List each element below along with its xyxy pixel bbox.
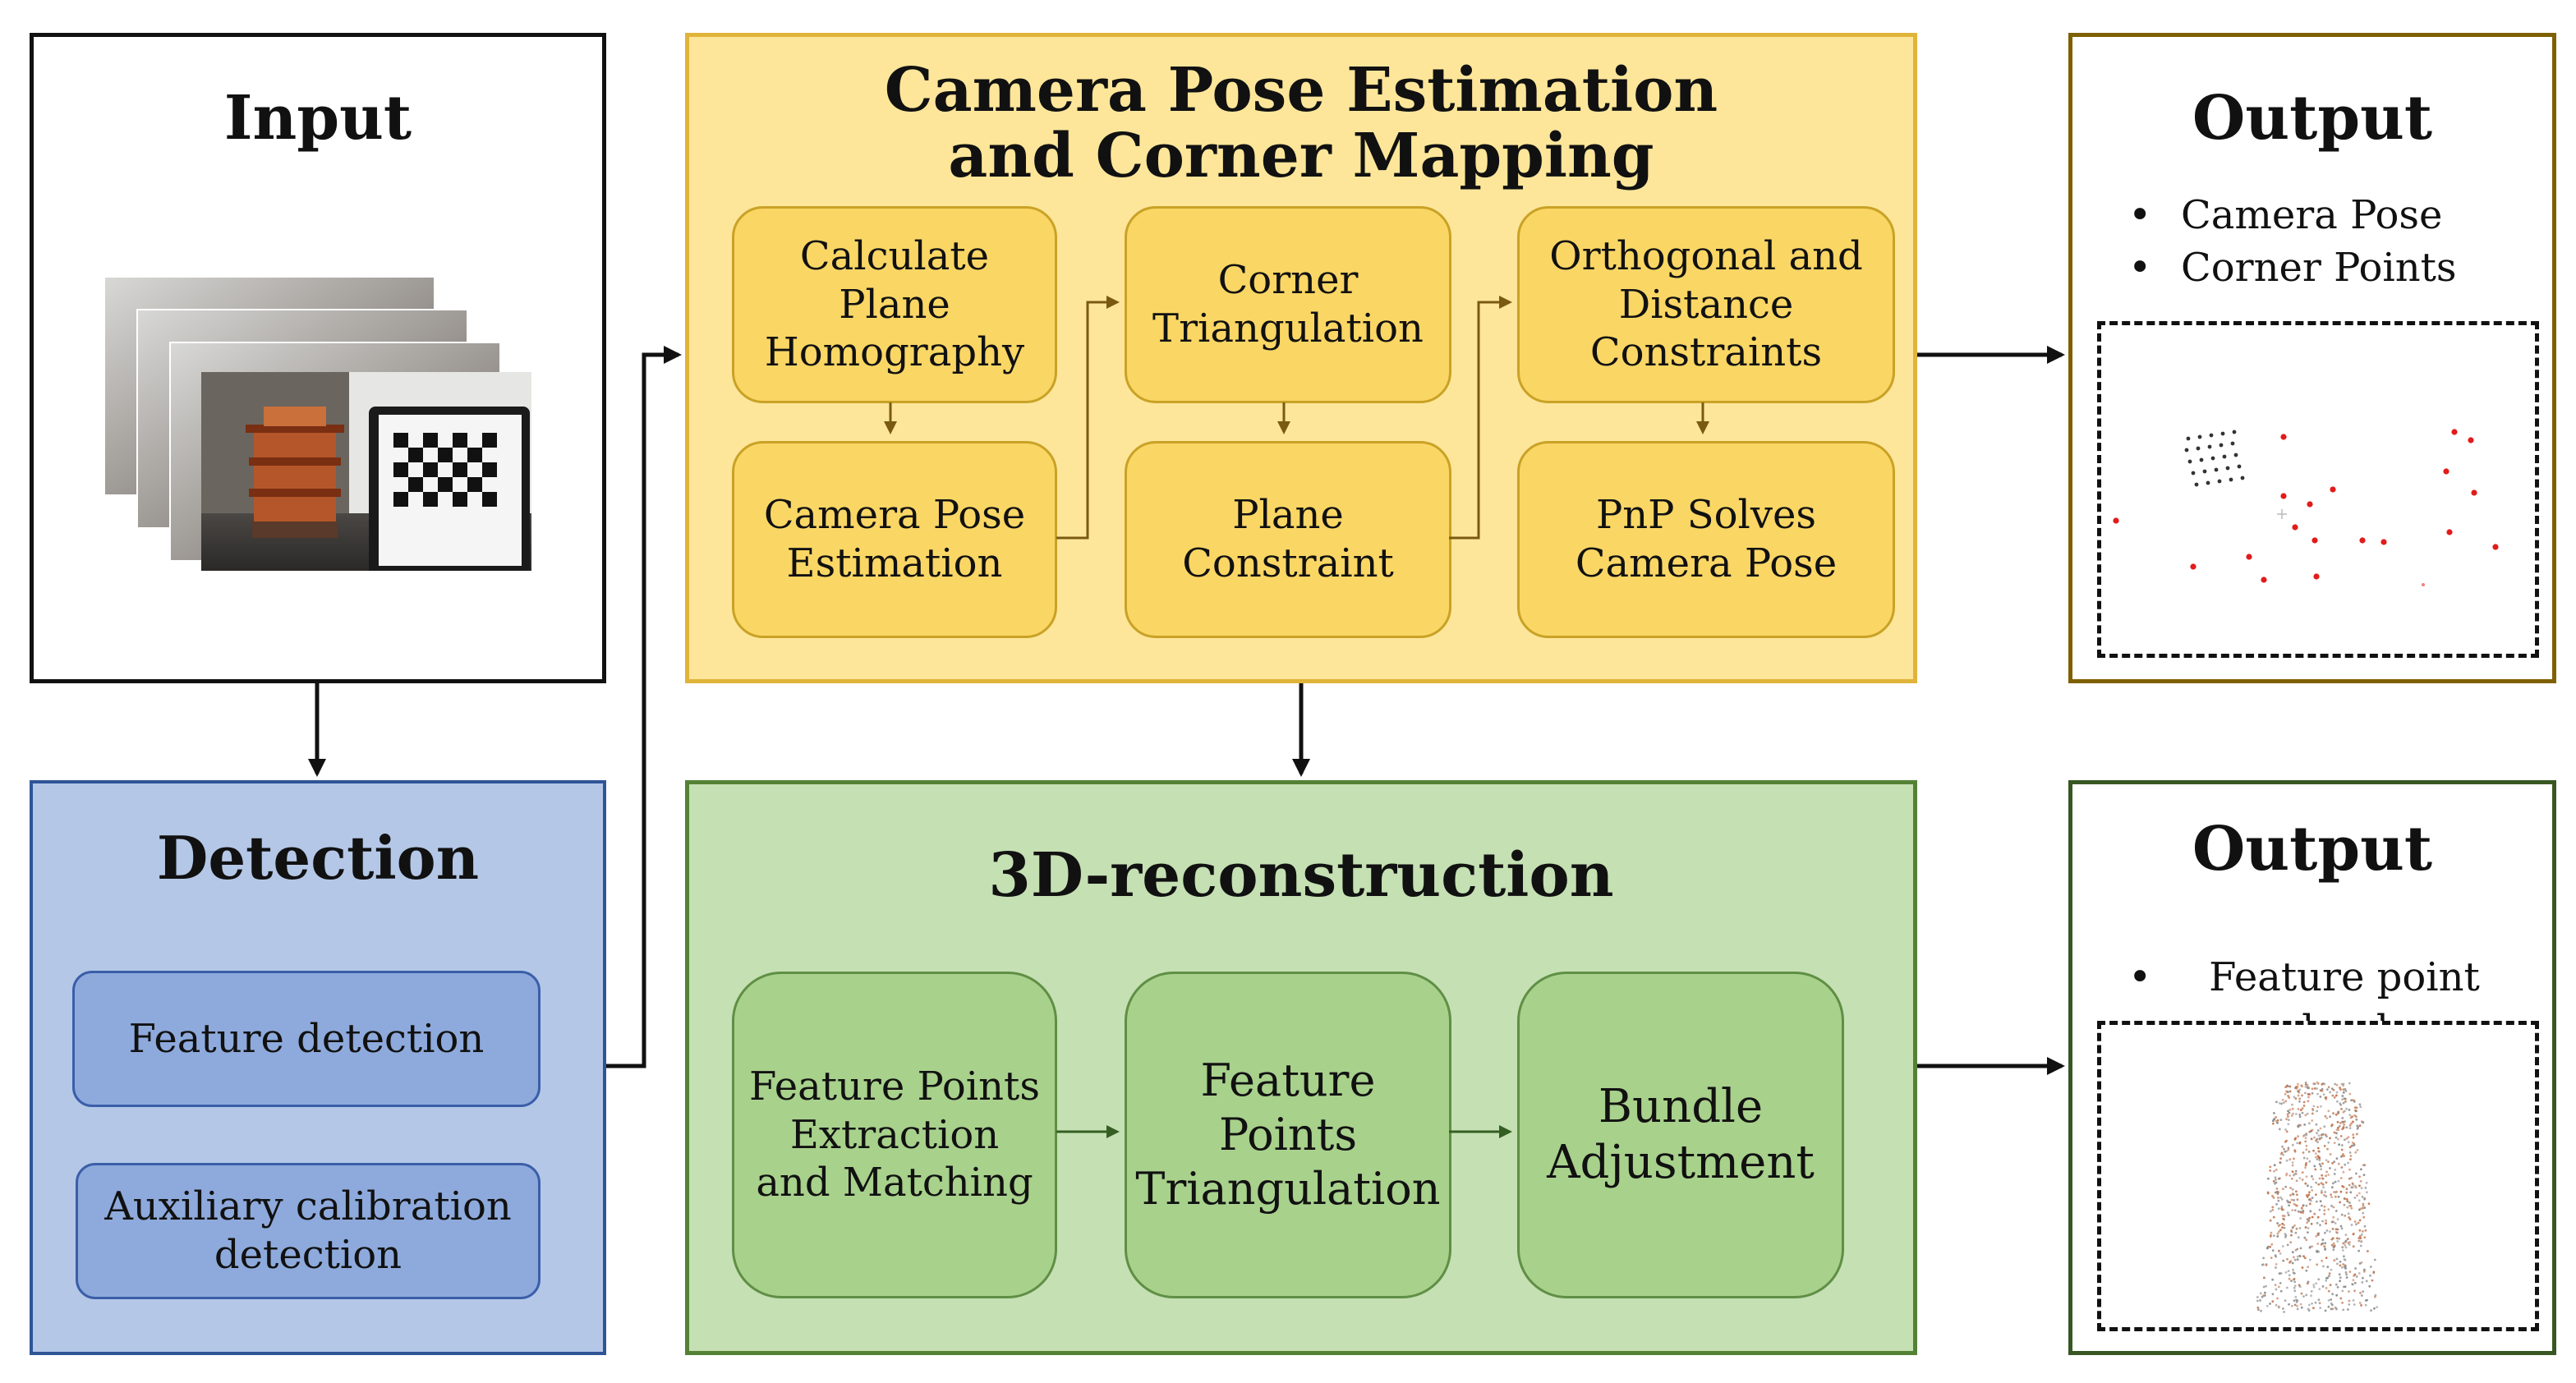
plane-constraint-box: Plane Constraint xyxy=(1125,441,1451,638)
feature-detection-box: Feature detection xyxy=(72,971,540,1107)
orthogonal-distance-constraints-box: Orthogonal and Distance Constraints xyxy=(1517,206,1895,403)
output-bottom-title: Output xyxy=(2192,814,2433,884)
output-top-panel: Output Camera Pose Corner Points xyxy=(2068,33,2556,683)
checkerboard-image-stack-icon xyxy=(104,242,531,595)
feature-extraction-matching-box: Feature Points Extraction and Matching xyxy=(732,972,1057,1298)
camera-pose-panel: Camera Pose Estimation and Corner Mappin… xyxy=(685,33,1917,683)
bullet-corner-points: Corner Points xyxy=(2122,242,2457,295)
bundle-adjustment-box: Bundle Adjustment xyxy=(1517,972,1844,1298)
corner-triangulation-box: Corner Triangulation xyxy=(1125,206,1451,403)
bullet-camera-pose: Camera Pose xyxy=(2122,190,2457,242)
output-top-title: Output xyxy=(2192,83,2433,154)
calculate-plane-homography-box: Calculate Plane Homography xyxy=(732,206,1057,403)
auxiliary-calibration-detection-box: Auxiliary calibration detection xyxy=(76,1163,540,1299)
camera-pose-estimation-box: Camera Pose Estimation xyxy=(732,441,1057,638)
pnp-solves-camera-pose-box: PnP Solves Camera Pose xyxy=(1517,441,1895,638)
output-top-bullets: Camera Pose Corner Points xyxy=(2122,190,2457,295)
detection-panel: Detection Feature detection Auxiliary ca… xyxy=(30,780,606,1355)
reconstruction-title: 3D-reconstruction xyxy=(988,840,1614,911)
feature-points-triangulation-box: Feature Points Triangulation xyxy=(1125,972,1451,1298)
detection-title: Detection xyxy=(156,823,480,893)
input-title: Input xyxy=(223,83,412,154)
point-cloud-icon xyxy=(2097,1021,2539,1331)
reconstruction-panel: 3D-reconstruction Feature Points Extract… xyxy=(685,780,1917,1355)
camera-pose-title: Camera Pose Estimation and Corner Mappin… xyxy=(884,55,1718,191)
output-bottom-panel: Output Feature point clouds xyxy=(2068,780,2556,1355)
input-panel: Input xyxy=(30,33,606,683)
corner-scatter-plot-icon xyxy=(2097,321,2539,658)
